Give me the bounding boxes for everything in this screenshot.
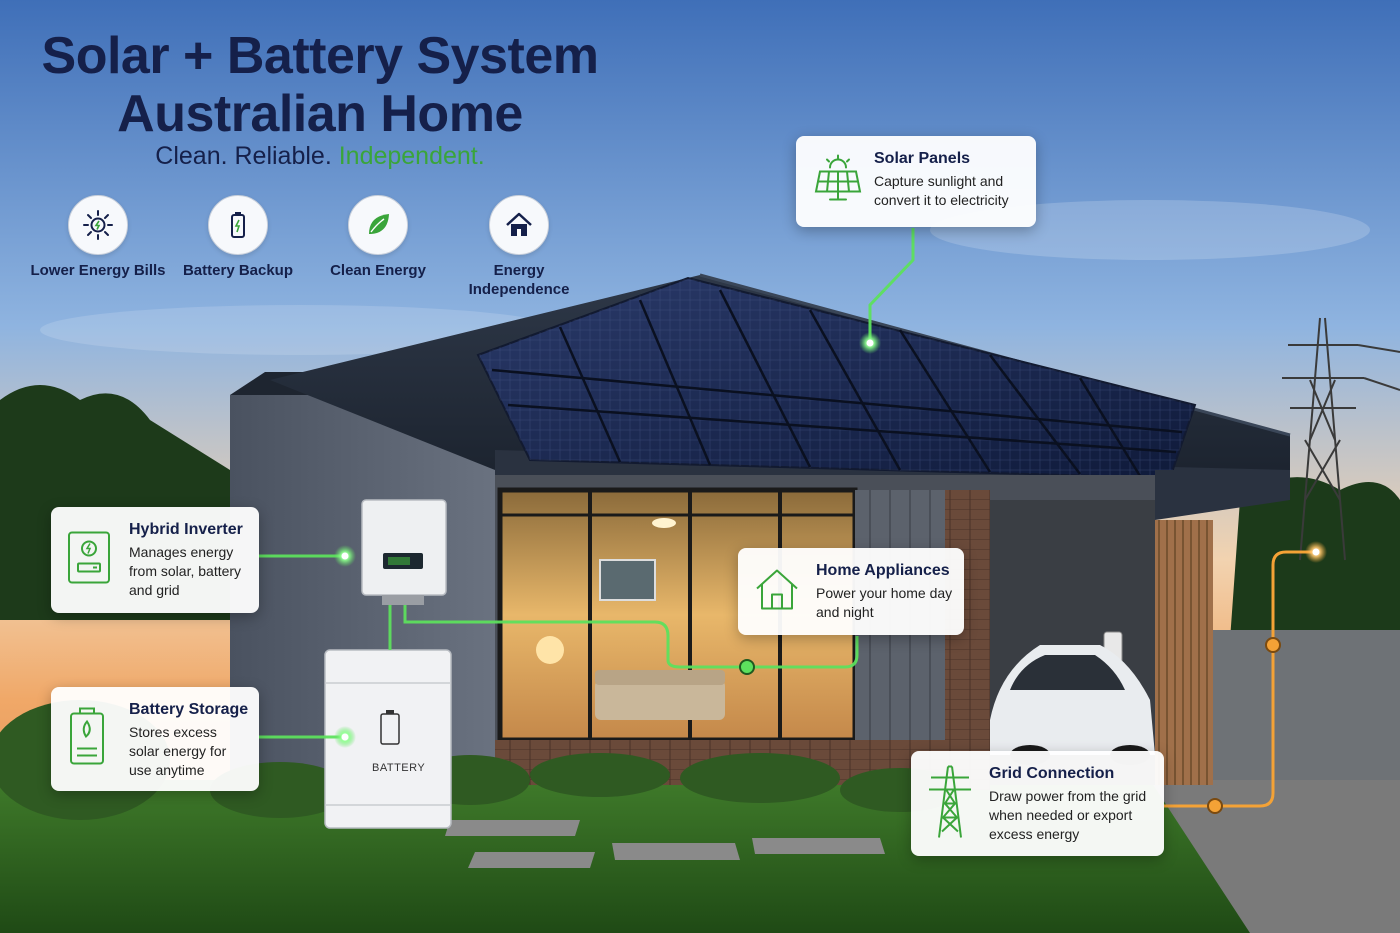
home-icon — [754, 566, 800, 617]
benefit-energy-independence: Energy Independence — [449, 195, 589, 299]
callout-title: Battery Storage — [129, 701, 249, 718]
callout-title: Home Appliances — [816, 562, 950, 579]
callout-description: Capture sunlight and convert it to elect… — [874, 173, 1009, 208]
grid-flow-line — [1164, 550, 1316, 808]
callout-title: Grid Connection — [989, 765, 1115, 782]
inverter-unit — [361, 499, 447, 605]
callout-solar-panels: Solar Panels Capture sunlight and conver… — [796, 136, 1036, 227]
callout-title: Hybrid Inverter — [129, 521, 243, 538]
battery-unit — [324, 649, 452, 829]
callout-battery-storage: Battery Storage Stores excess solar ener… — [51, 687, 259, 791]
callout-description: Stores excess solar energy for use anyti… — [129, 724, 227, 778]
battery-unit-icon — [380, 710, 400, 745]
page-title-line-2: Australian Home — [117, 85, 523, 143]
benefit-battery-backup: Battery Backup — [168, 195, 308, 280]
benefit-label: Clean Energy — [330, 262, 426, 279]
benefit-label: Battery Backup — [182, 262, 294, 279]
battery-storage-icon — [67, 707, 107, 772]
callout-home-appliances: Home Appliances Power your home day and … — [738, 548, 964, 635]
benefit-label: Energy Independence — [468, 262, 570, 298]
callout-description: Power your home day and night — [816, 585, 953, 620]
tagline-accent: Independent. — [338, 142, 485, 170]
callout-description: Manages energy from solar, battery and g… — [129, 544, 242, 598]
tagline-text: Clean. Reliable. — [155, 142, 339, 170]
benefit-label: Lower Energy Bills — [30, 262, 166, 279]
transmission-tower-icon — [927, 763, 973, 844]
tagline: Clean. Reliable. Independent. — [20, 142, 620, 171]
battery-icon — [208, 195, 268, 255]
callout-title: Solar Panels — [874, 150, 971, 167]
benefit-clean-energy: Clean Energy — [308, 195, 448, 280]
leaf-icon — [348, 195, 408, 255]
house-icon — [489, 195, 549, 255]
sun-dollar-icon — [68, 195, 128, 255]
page-title-line-1: Solar + Battery System — [41, 27, 599, 85]
callout-grid-connection: Grid Connection Draw power from the grid… — [911, 751, 1164, 856]
battery-unit-label: BATTERY — [372, 762, 426, 774]
callout-hybrid-inverter: Hybrid Inverter Manages energy from sola… — [51, 507, 259, 613]
energy-flow-lines — [258, 228, 915, 739]
inverter-icon — [67, 531, 111, 590]
solar-panel-icon — [812, 153, 864, 210]
callout-description: Draw power from the grid when needed or … — [989, 788, 1147, 842]
transmission-tower — [1282, 317, 1400, 561]
benefit-lower-energy-bills: Lower Energy Bills — [28, 195, 168, 280]
